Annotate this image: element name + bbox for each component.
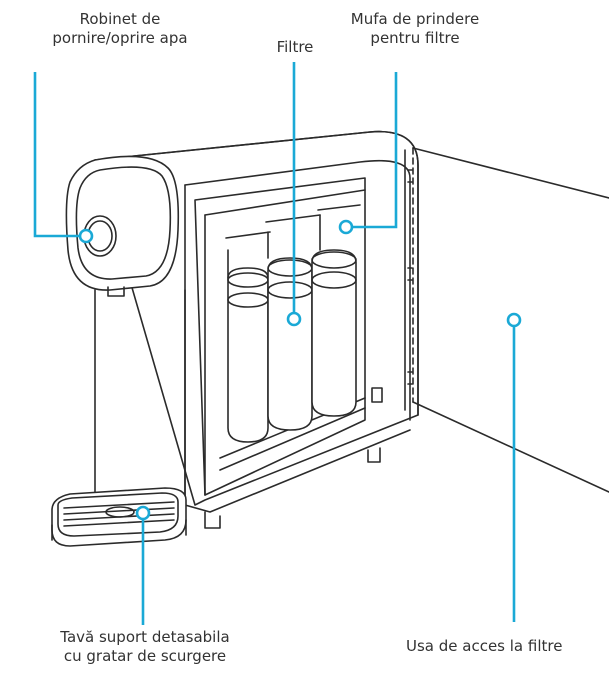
label-filter-socket-line1: Mufa de prindere xyxy=(350,10,480,28)
filter-cartridges xyxy=(225,204,361,443)
label-drip-tray: Tavă suport detasabila cu gratar de scur… xyxy=(20,628,270,666)
label-faucet-line2: pornire/oprire apa xyxy=(52,29,188,47)
callout-access-door xyxy=(506,312,522,622)
label-filters-line1: Filtre xyxy=(276,38,314,56)
label-access-door: Usa de acces la filtre xyxy=(406,637,609,656)
access-door-panel xyxy=(404,147,609,493)
label-access-door-line1: Usa de acces la filtre xyxy=(406,637,563,655)
label-filters: Filtre xyxy=(250,38,340,57)
drip-tray xyxy=(51,487,187,547)
faucet-head xyxy=(65,155,186,506)
callout-lines xyxy=(33,62,522,625)
label-drip-tray-line1: Tavă suport detasabila xyxy=(60,628,230,646)
label-faucet: Robinet de pornire/oprire apa xyxy=(20,10,220,48)
callout-filter-socket xyxy=(338,72,398,235)
label-drip-tray-line2: cu gratar de scurgere xyxy=(63,647,227,665)
label-filter-socket-line2: pentru filtre xyxy=(370,29,460,47)
callout-faucet xyxy=(33,72,94,244)
label-faucet-line1: Robinet de xyxy=(79,10,161,28)
callout-drip-tray xyxy=(135,505,151,625)
label-filter-socket: Mufa de prindere pentru filtre xyxy=(330,10,500,48)
callout-filters xyxy=(286,62,302,327)
